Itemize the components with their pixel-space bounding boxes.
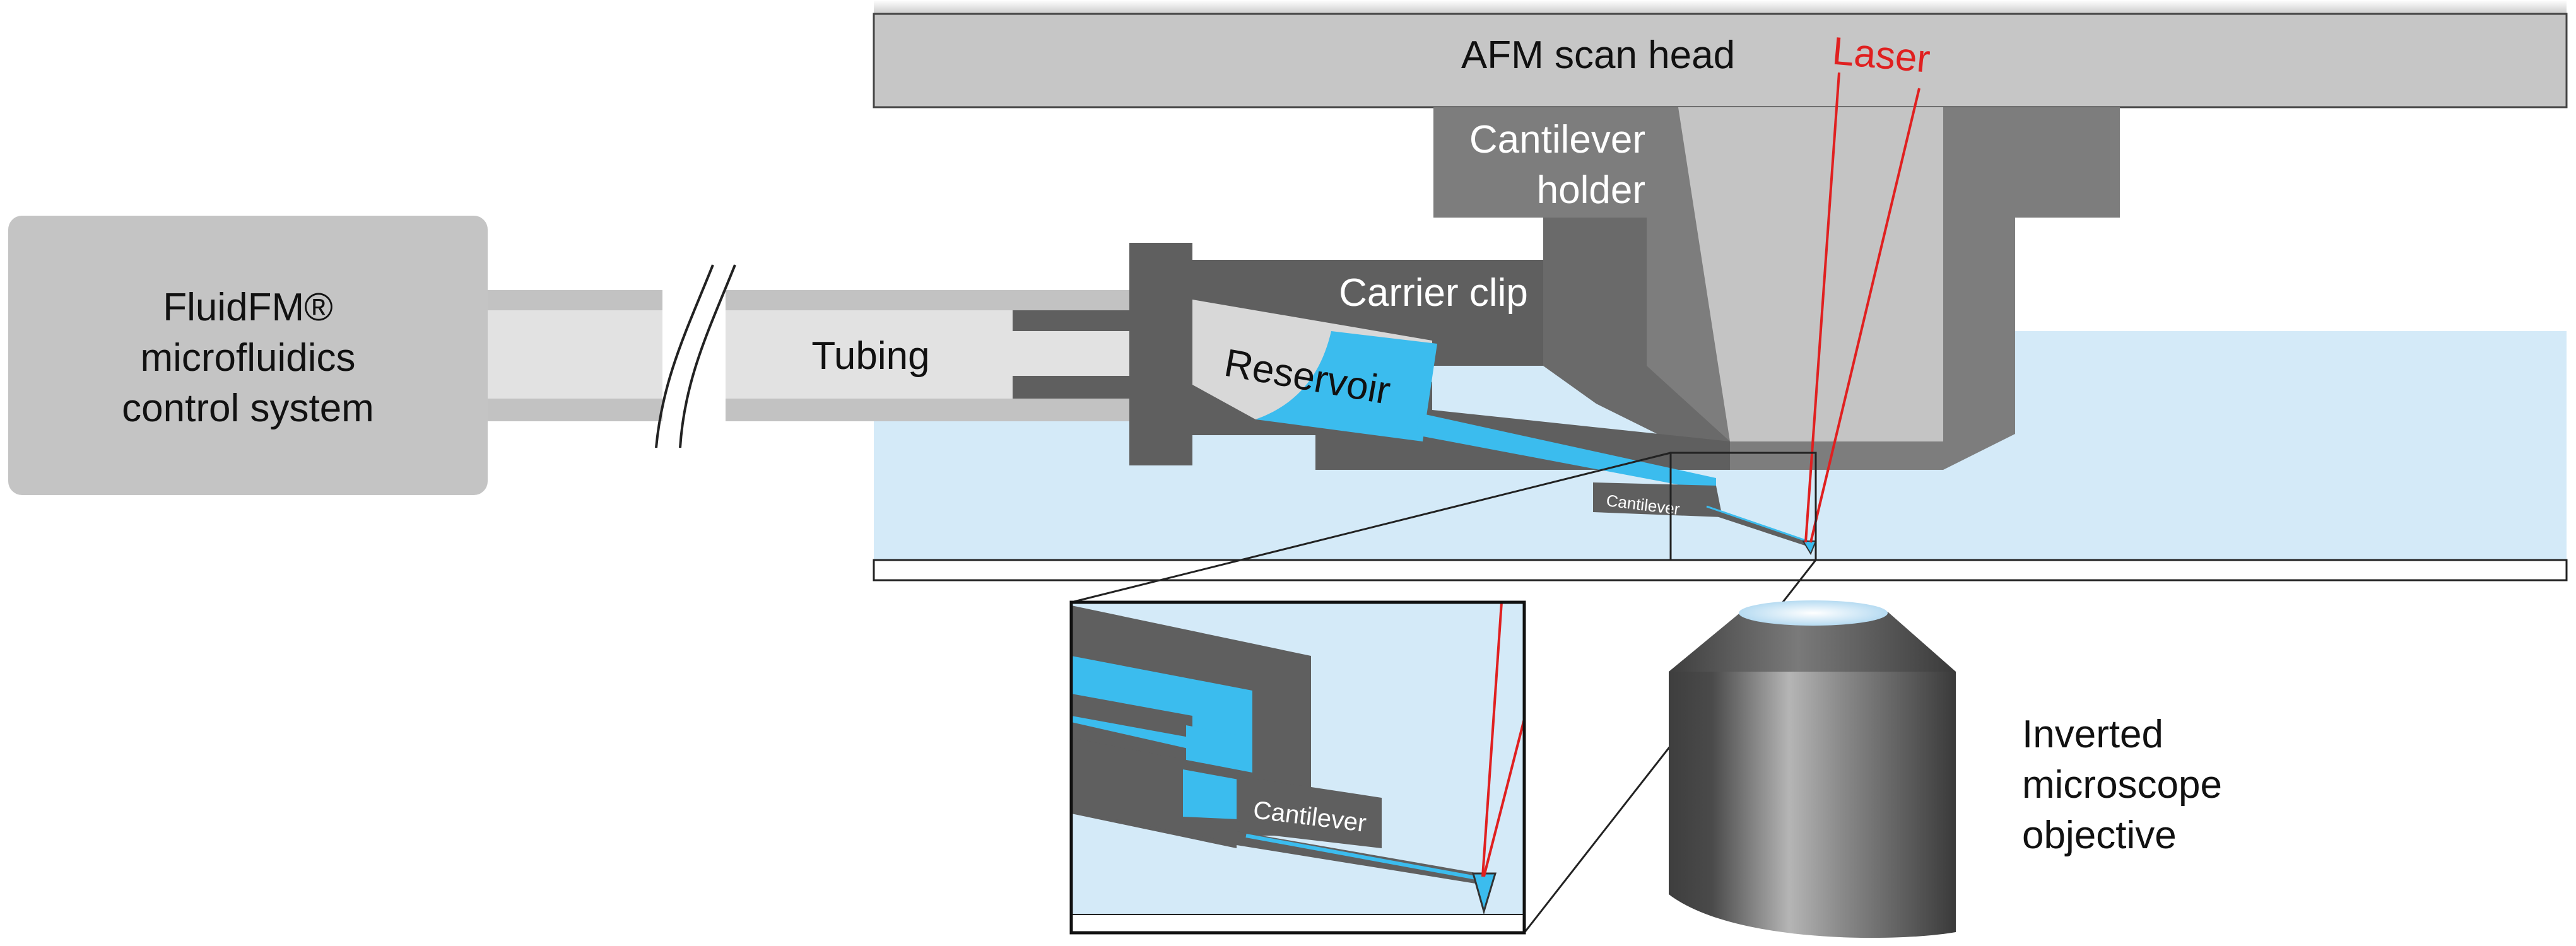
laser-label: Laser xyxy=(1831,29,1932,81)
tubing-break-left xyxy=(655,264,714,448)
carrier-clip-label: Carrier clip xyxy=(1339,271,1528,315)
cantilever-tip xyxy=(1802,540,1817,556)
control-label-line2: microfluidics xyxy=(140,336,355,380)
control-label-line3: control system xyxy=(122,387,374,430)
scan-head-label: AFM scan head xyxy=(1461,33,1735,77)
tubing-label: Tubing xyxy=(811,334,929,378)
cantilever-holder-front xyxy=(1543,218,1730,470)
holder-label-line2: holder xyxy=(1537,168,1645,212)
zoom-inset-frame xyxy=(1069,600,1526,935)
tubing-break-right xyxy=(679,264,736,448)
glass-slide xyxy=(873,559,2568,581)
reservoir-fluid xyxy=(1256,331,1437,441)
objective-label-line3: objective xyxy=(2022,814,2177,857)
laser-beam-out xyxy=(1809,88,1920,543)
fluid-channel xyxy=(1416,413,1716,505)
cantilever-chip xyxy=(1593,482,1722,517)
microscope-objective xyxy=(1669,600,1956,938)
holder-label-line1: Cantilever xyxy=(1469,118,1645,161)
laser-beam-in xyxy=(1804,72,1840,543)
objective-label-line1: Inverted xyxy=(2022,713,2163,756)
zoom-inset: Cantilever xyxy=(1071,602,1524,933)
zoom-indicator-box xyxy=(1669,452,1817,561)
cantilever-holder-highlight xyxy=(1678,107,1943,441)
control-label-line1: FluidFM® xyxy=(163,286,333,329)
objective-label-line2: microscope xyxy=(2022,763,2222,807)
control-system-box xyxy=(8,216,488,495)
